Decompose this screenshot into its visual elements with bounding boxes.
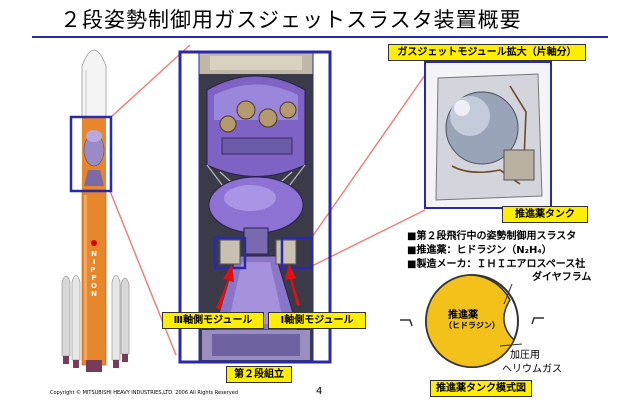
rocket-icon [61,49,130,372]
copyright-text: Copyright © MITSUBISHI HEAVY INDUSTRIES,… [50,390,239,396]
module-zoom-label: ガスジェットモジュール拡大（片軸分） [388,44,586,61]
propellant-sub-text: （ヒドラジン） [444,321,500,330]
axis1-module-label: Ⅰ軸側モジュール [268,312,366,329]
propellant-tank-label: 推進薬タンク [502,206,588,223]
page-title: ２段姿勢制御用ガスジェットスラスタ装置概要 [60,8,522,32]
tank-diagram-figure [400,274,544,368]
bullet-propellant: ■推進薬：ヒドラジン（N₂H₄） [407,245,552,256]
propellant-text: 推進薬 [448,310,478,321]
page-number: 4 [316,386,323,397]
pressurant-label-line1: 加圧用 [510,350,540,361]
stage2-assembly-label: 第２段組立 [226,366,292,383]
pressurant-label-line2: ヘリウムガス [502,364,562,375]
diaphragm-label: ダイヤフラム [532,272,592,283]
bullet-manufacturer: ■製造メーカ：ＩＨＩエアロスペース社 [407,259,586,270]
bullet-purpose: ■第２段飛行中の姿勢制御用スラスタ [407,231,577,242]
title-underline [32,36,608,38]
tank-diagram-label: 推進薬タンク模式図 [430,380,532,397]
stage2-cutaway [178,50,332,364]
axis3-module-label: Ⅲ軸側モジュール [162,312,264,329]
module-photo [424,61,552,209]
